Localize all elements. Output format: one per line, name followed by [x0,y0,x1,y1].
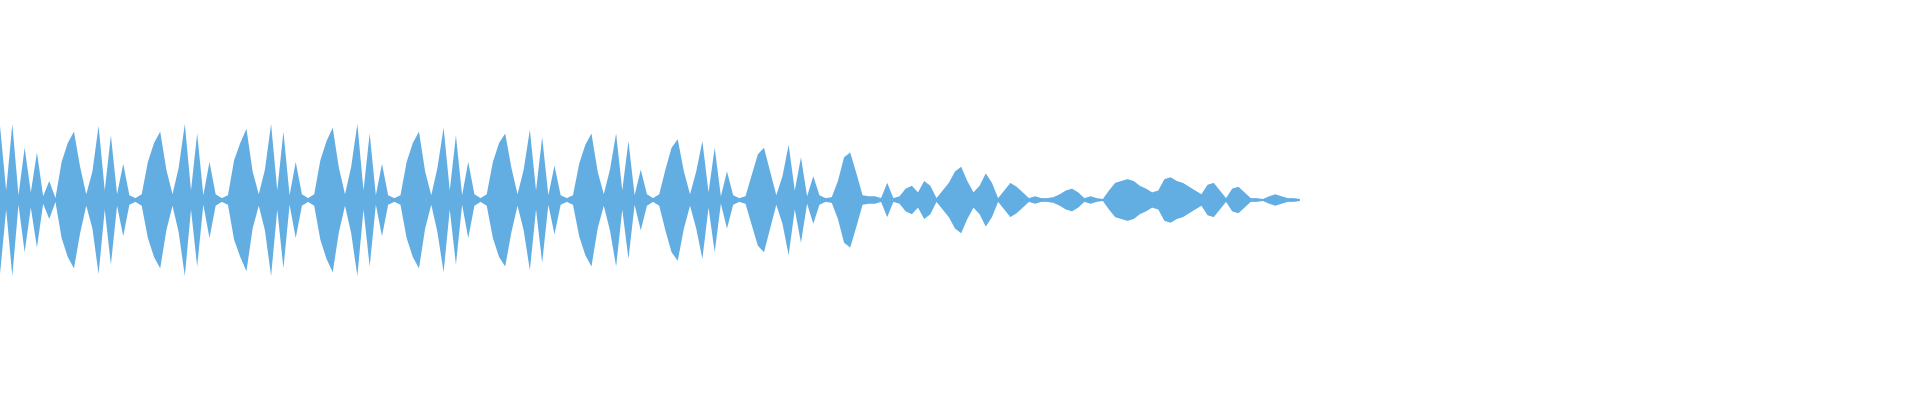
waveform-shape [0,124,1300,276]
